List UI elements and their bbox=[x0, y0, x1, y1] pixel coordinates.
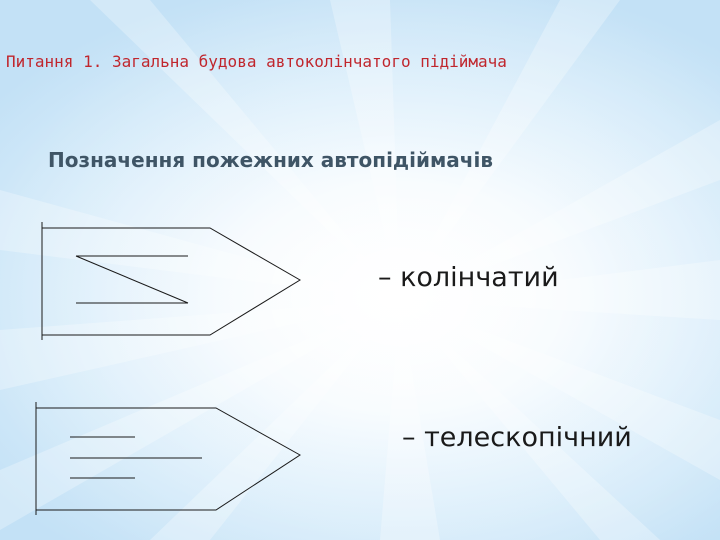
slide-subtitle: Позначення пожежних автопідіймачів bbox=[48, 148, 494, 172]
symbol-label-articulated: – колінчатий bbox=[378, 262, 559, 293]
slide-title: Питання 1. Загальна будова автоколінчато… bbox=[6, 52, 507, 71]
symbol-label-telescopic: – телескопічний bbox=[402, 422, 632, 453]
